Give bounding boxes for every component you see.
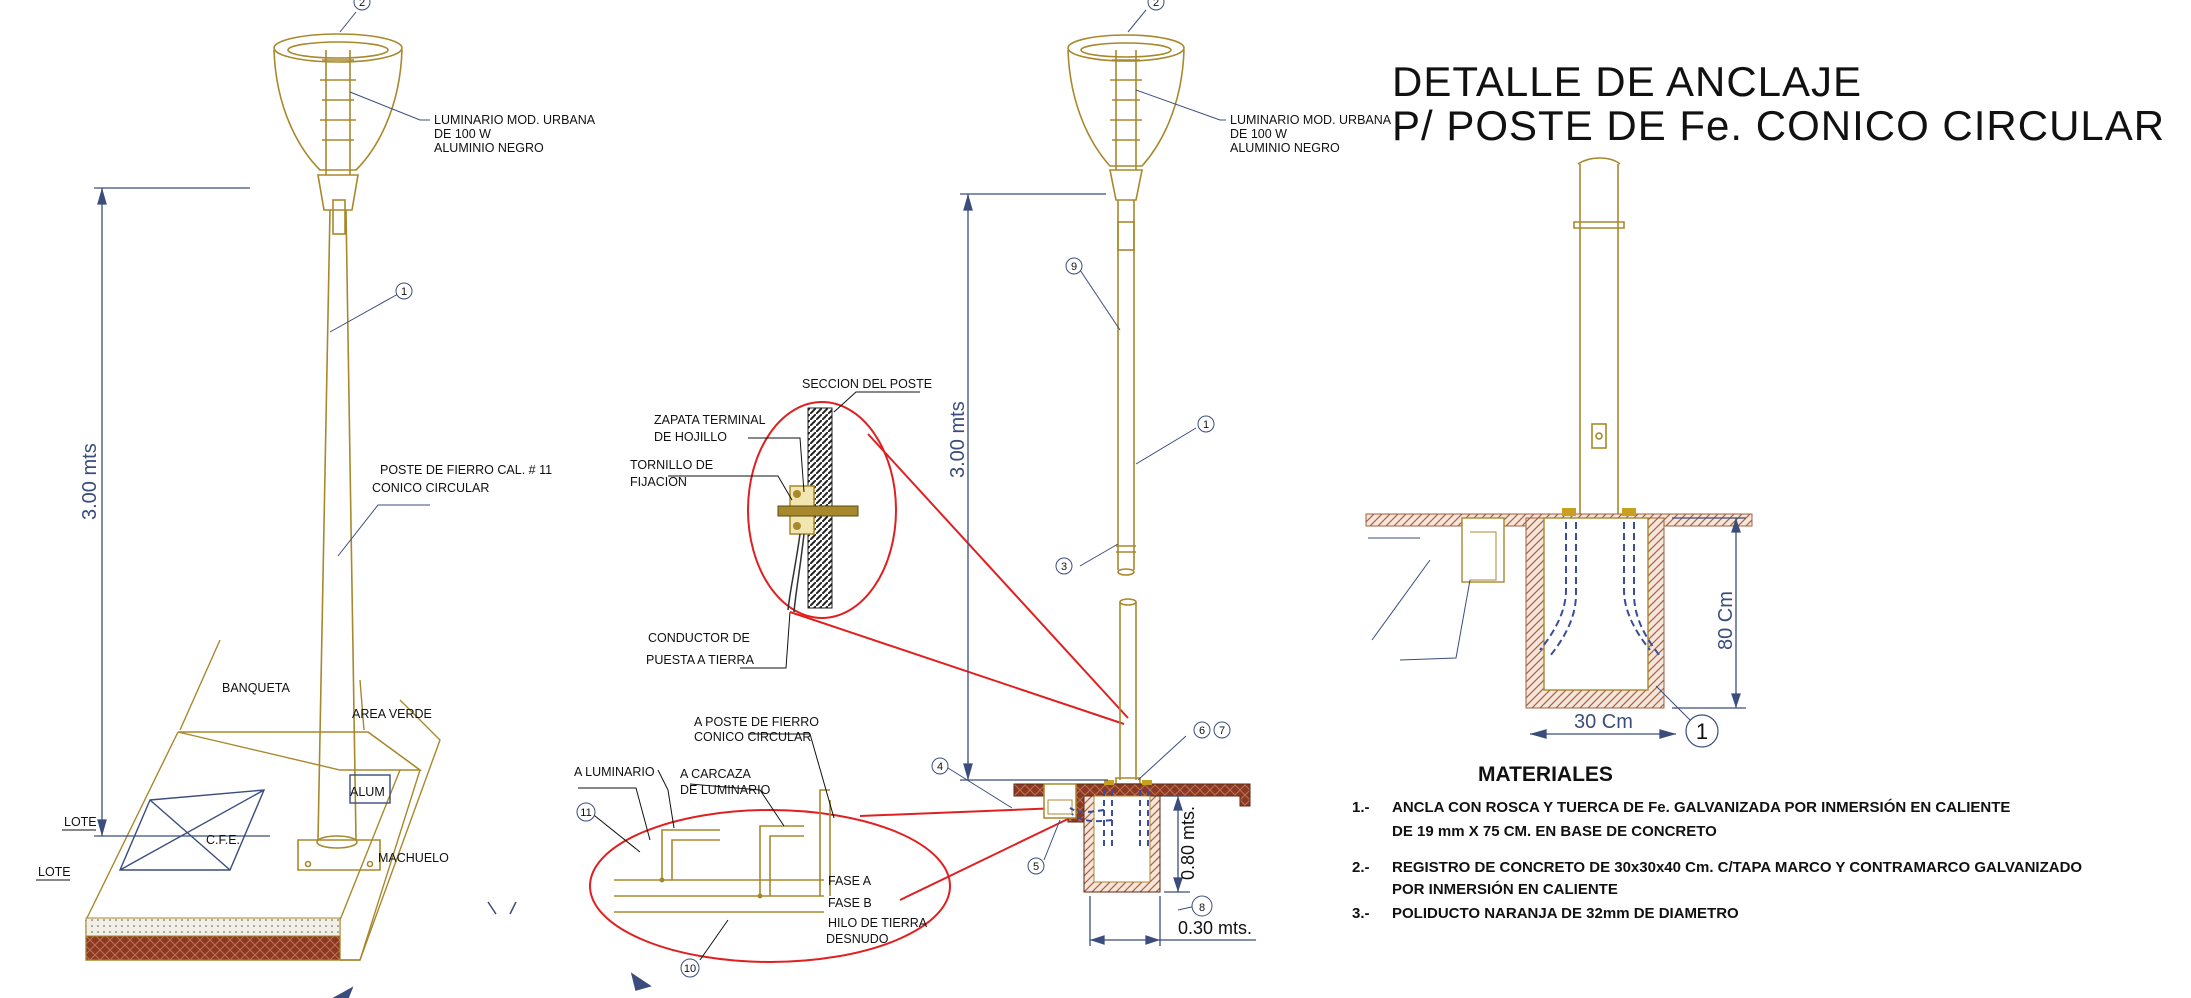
center-tag-8: 8 [1199,902,1205,914]
wiring-tag-10-circle [680,958,700,978]
a-poste-label-1: A POSTE DE FIERRO [694,715,819,729]
center-conduits [1069,790,1149,850]
left-pole-view: 3.00 mts 1 2 LUMINARIO MOD. URBANA DE 10… [36,0,596,961]
center-luminaire-label-1: LUMINARIO MOD. URBANA [1230,113,1392,127]
conductor-label-2: PUESTA A TIERRA [646,653,755,667]
mat-3-line-1: POLIDUCTO NARANJA DE 32mm DE DIAMETRO [1392,905,1739,922]
center-tag-2: 2 [1153,0,1159,9]
left-tag-1: 1 [401,286,407,298]
a-carcaza-label-1: A CARCAZA [680,767,752,781]
mat-2-num: 2.- [1352,859,1370,876]
mat-1-line-1: ANCLA CON ROSCA Y TUERCA DE Fe. GALVANIZ… [1392,798,2010,816]
anchor-tag: 1 [1696,719,1708,744]
center-tag-5: 5 [1033,861,1039,873]
left-height-dimension [94,187,270,837]
wiring-tag-11: 11 [580,807,591,819]
mat-3-num: 3.- [1352,905,1370,922]
center-tag-9: 9 [1071,261,1077,273]
center-depth-label: 0.80 mts. [1178,806,1198,880]
left-alum-label: ALUM [350,785,385,799]
center-width-label: 0.30 mts. [1178,918,1252,938]
anchor-pit-inner [1543,517,1649,691]
anchor-rods [1539,522,1661,657]
center-height-label: 3.00 mts [947,401,969,478]
center-luminaire-label-3: ALUMINIO NEGRO [1230,141,1340,155]
zapata-label-1: ZAPATA TERMINAL [654,413,766,427]
mat-2-line-2: POR INMERSIÓN EN CALIENTE [1392,880,1618,898]
mat-1-num: 1.- [1352,799,1370,816]
fase-a-label: FASE A [828,874,872,888]
center-tag-1: 1 [1203,419,1209,431]
wiring-detail: A POSTE DE FIERRO CONICO CIRCULAR A LUMI… [574,715,951,978]
left-luminaire-label-1: LUMINARIO MOD. URBANA [434,113,596,127]
left-luminaire [273,33,403,211]
center-luminaire-label-2: DE 100 W [1230,127,1287,141]
mat-1-line-2: DE 19 mm X 75 CM. EN BASE DE CONCRETO [1392,823,1717,840]
anchor-depth-label: 80 Cm [1715,591,1737,650]
center-pit-inner [1093,795,1151,883]
center-tag-3: 3 [1061,561,1067,573]
left-tag-1-circle [395,282,413,300]
anchor-leaders [1368,537,1691,721]
conductor-label-1: CONDUCTOR DE [648,631,750,645]
left-lote-leaders [36,829,96,881]
seccion-label: SECCION DEL POSTE [802,377,932,391]
left-cfe-label: C.F.E. [206,833,240,847]
center-tag-4: 4 [937,761,943,773]
title-line-2: P/ POSTE DE Fe. CONICO CIRCULAR [1392,102,2165,149]
left-luminaire-label-3: ALUMINIO NEGRO [434,141,544,155]
left-luminaire-label-2: DE 100 W [434,127,491,141]
left-machuelo-label: MACHUELO [378,851,449,865]
center-registro [1043,783,1077,819]
left-height-label: 3.00 mts [79,443,101,520]
center-leaders [947,9,1226,911]
anchor-width-label: 30 Cm [1574,711,1633,733]
anchor-tag-circle [1685,714,1719,748]
wiring-tag-10: 10 [684,963,696,975]
tornillo-label-1: TORNILLO DE [630,458,713,472]
left-banqueta-label: BANQUETA [222,681,290,695]
mat-2-line-1: REGISTRO DE CONCRETO DE 30x30x40 Cm. C/T… [1392,859,2082,876]
anchor-pole [1573,157,1625,514]
left-area-verde-label: AREA VERDE [352,707,432,721]
stray-marks [332,901,652,998]
hilo-label-1: HILO DE TIERRA [828,916,928,930]
center-pole-upper [1116,200,1136,576]
center-tags [931,0,1231,917]
left-lote-label-1: LOTE [64,815,97,829]
center-luminaire [1067,34,1185,201]
left-pole [297,199,381,871]
pole-section-detail: SECCION DEL POSTE ZAPATA TERMINAL DE HOJ… [630,377,932,669]
title-line-1: DETALLE DE ANCLAJE [1392,58,1862,105]
anchor-dimensions [1529,517,1746,739]
center-tag-7: 7 [1219,725,1225,737]
zoom-lines [789,433,1129,901]
left-pole-label-1: POSTE DE FIERRO CAL. # 11 [380,463,552,477]
hilo-label-2: DESNUDO [826,932,889,946]
left-tag-2-circle [353,0,371,11]
zapata-label-2: DE HOJILLO [654,430,727,444]
anchor-detail: DETALLE DE ANCLAJE P/ POSTE DE Fe. CONIC… [1365,58,2165,748]
center-tag-6: 6 [1199,725,1205,737]
materiales-title: MATERIALES [1478,763,1613,786]
fase-b-label: FASE B [828,896,872,910]
left-tag-2: 2 [359,0,365,9]
left-concrete-band [85,917,341,937]
center-dimensions [960,193,1256,946]
left-lote-label-2: LOTE [38,865,71,879]
a-poste-label-2: CONICO CIRCULAR [694,730,811,744]
left-pole-label-2: CONICO CIRCULAR [372,481,489,495]
a-luminario-label: A LUMINARIO [574,765,655,779]
a-carcaza-label-2: DE LUMINARIO [680,783,771,797]
left-soil-band [85,935,341,961]
left-leaders [329,11,430,557]
tornillo-label-2: FIJACION [630,475,687,489]
center-pole-view: 3.00 mts 0.80 mts. 0.30 mts. 2 9 [931,0,1392,946]
wiring-tag-11-circle [576,802,596,822]
center-pole-lower [1115,598,1141,785]
materiales-list: MATERIALES 1.- ANCLA CON ROSCA Y TUERCA … [1352,763,2082,922]
